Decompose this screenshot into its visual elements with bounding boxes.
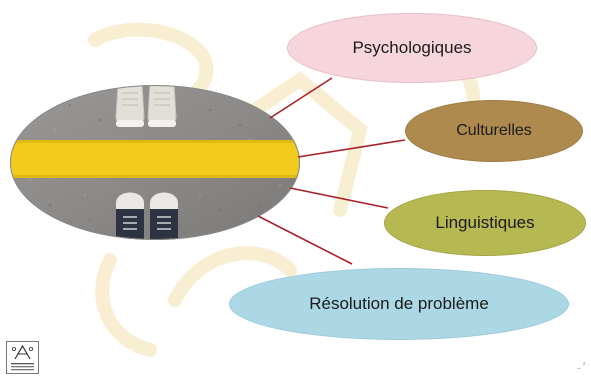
bubble-linguistiques: Linguistiques	[384, 190, 586, 256]
bubble-psychologiques: Psychologiques	[287, 13, 537, 83]
connector-psychologiques	[270, 78, 332, 118]
bubble-label: Psychologiques	[352, 38, 471, 58]
logo-icon	[6, 341, 39, 374]
bubble-resolution-de-probleme: Résolution de problème	[229, 268, 569, 340]
connector-linguistiques	[290, 188, 388, 208]
bubble-culturelles: Culturelles	[405, 100, 583, 162]
page-corner-mark: _ ²	[577, 362, 585, 369]
connector-resolution	[258, 216, 352, 264]
bubble-label: Culturelles	[456, 122, 532, 140]
bubble-label: Résolution de problème	[309, 294, 489, 314]
connector-culturelles	[298, 140, 405, 157]
bubble-label: Linguistiques	[435, 213, 534, 233]
